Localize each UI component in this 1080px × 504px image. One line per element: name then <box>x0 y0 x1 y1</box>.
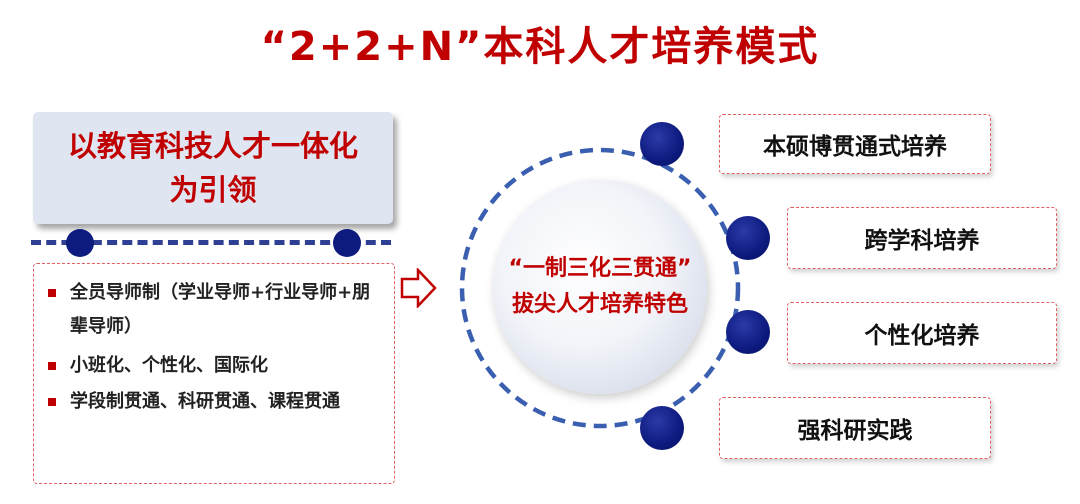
red-square-bullet-icon <box>48 362 56 370</box>
feature-box-interdisciplinary: 跨学科培养 <box>787 207 1057 269</box>
core-feature-title: “一制三化三贯通” <box>508 256 692 281</box>
lead-principle-box: 以教育科技人才一体化为引领 <box>33 112 393 224</box>
outline-right-arrow-icon <box>400 268 437 308</box>
practice-item: 小班化、个性化、国际化 <box>48 349 382 383</box>
practice-item-label: 小班化、个性化、国际化 <box>70 355 268 376</box>
core-feature-circle: “一制三化三贯通” 拔尖人才培养特色 <box>493 180 707 394</box>
practices-list-box: 全员导师制（学业导师+行业导师+朋辈导师） 小班化、个性化、国际化 学段制贯通、… <box>33 263 395 484</box>
core-feature-subtitle: 拔尖人才培养特色 <box>511 292 688 317</box>
dashed-orbit-ring <box>459 147 741 429</box>
red-square-bullet-icon <box>48 398 56 406</box>
orbit-node-2 <box>726 216 770 260</box>
divider-node-left <box>66 229 94 257</box>
orbit-node-4 <box>640 406 684 450</box>
practice-item: 全员导师制（学业导师+行业导师+朋辈导师） <box>48 276 382 344</box>
practice-item-label: 学段制贯通、科研贯通、课程贯通 <box>70 391 340 412</box>
red-square-bullet-icon <box>48 289 56 297</box>
practice-item: 学段制贯通、科研贯通、课程贯通 <box>48 385 382 419</box>
divider-dashed-line <box>31 240 391 245</box>
lead-principle-text: 以教育科技人才一体化为引领 <box>67 129 358 207</box>
feature-box-undergrad-master-phd: 本硕博贯通式培养 <box>719 114 991 174</box>
feature-box-personalized: 个性化培养 <box>787 302 1057 364</box>
page-title: “2+2+N”本科人才培养模式 <box>260 24 820 70</box>
feature-box-research-practice: 强科研实践 <box>719 397 991 459</box>
divider-node-right <box>333 229 361 257</box>
orbit-node-3 <box>726 310 770 354</box>
orbit-node-1 <box>640 122 684 166</box>
practice-item-label: 全员导师制（学业导师+行业导师+朋辈导师） <box>70 282 371 337</box>
